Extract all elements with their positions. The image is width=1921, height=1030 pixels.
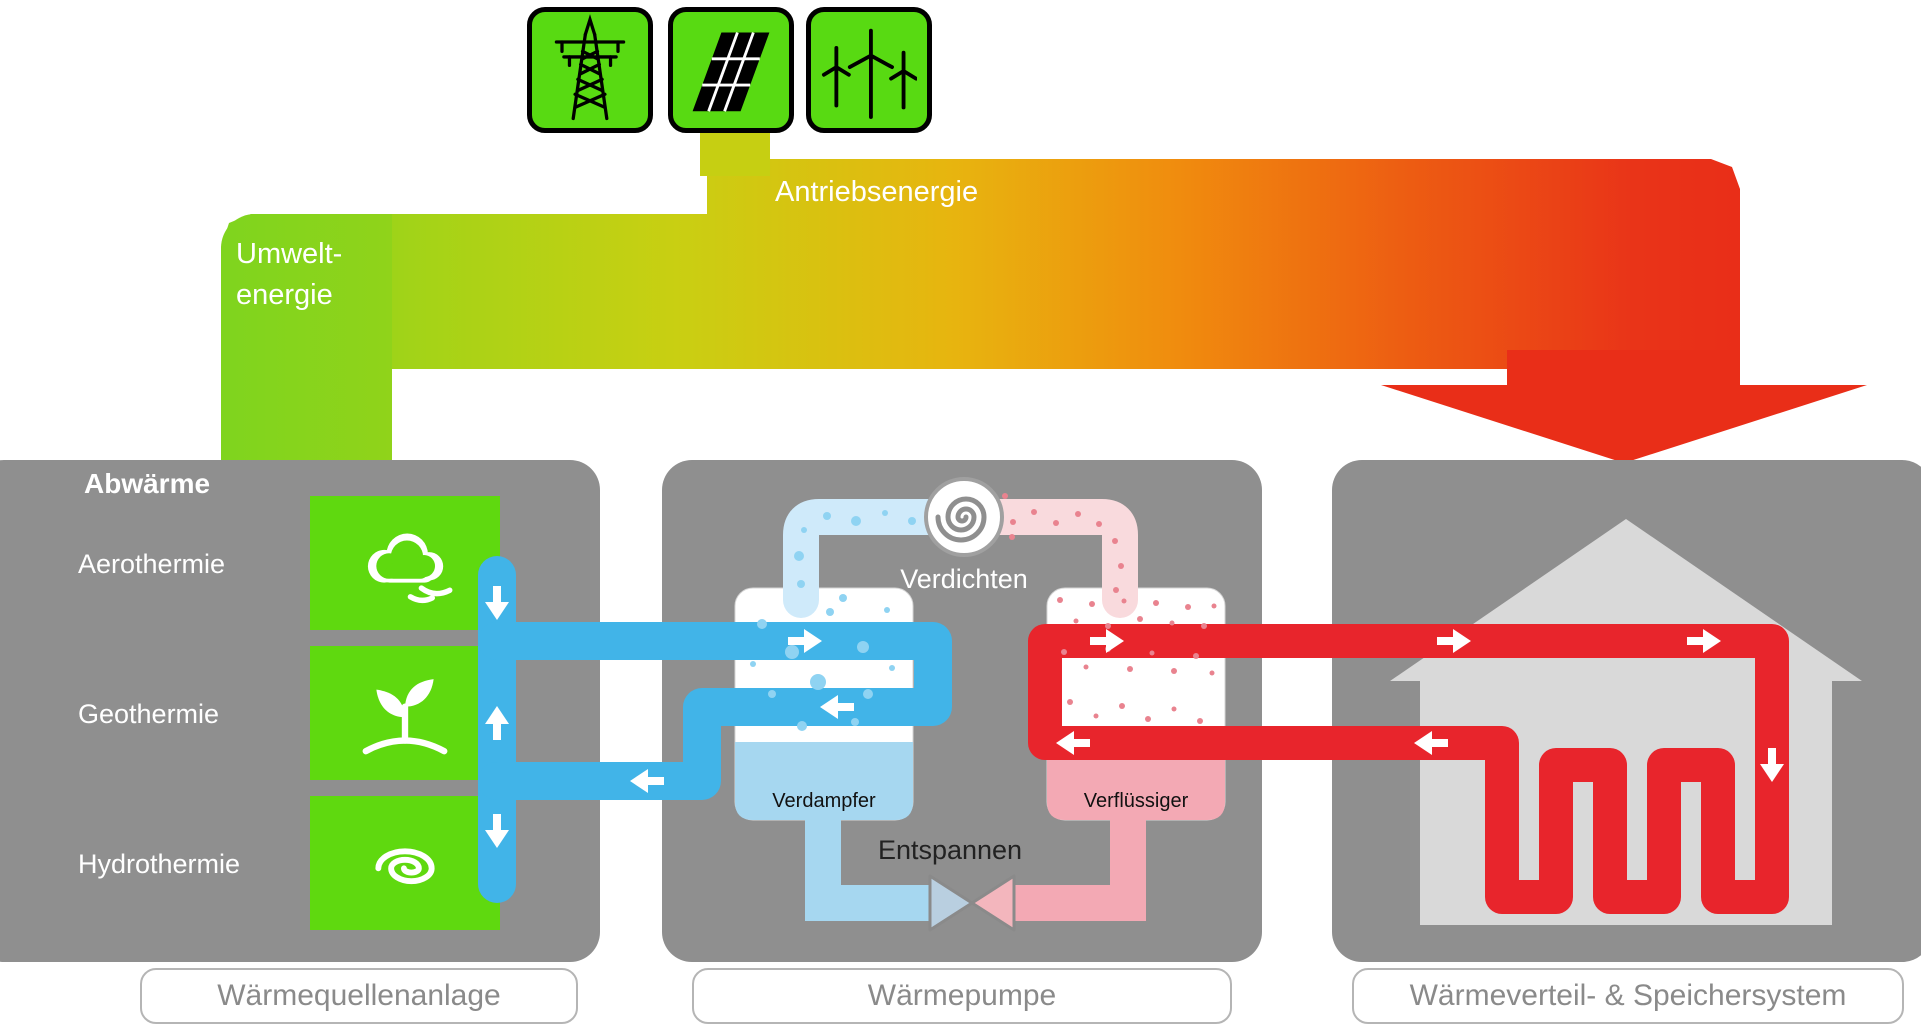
distribution-panel-label: Wärmeverteil- & Speichersystem: [1352, 968, 1904, 1024]
solar-panels-tile: [668, 7, 794, 133]
hydrothermie-tile: [310, 796, 500, 930]
flow-arrow: [630, 769, 664, 793]
drive-energy-arrow-shaft: [1507, 350, 1740, 386]
water-swirl-icon: [375, 848, 435, 885]
heat-source-panel-label: Wärmequellenanlage: [140, 968, 578, 1024]
heat-pump-panel-label: Wärmepumpe: [692, 968, 1232, 1024]
wind-turbines-icon: [821, 28, 917, 119]
distribution-footer-text: Wärmeverteil- & Speichersystem: [1409, 979, 1847, 1012]
energy-gradient-band: [221, 159, 1740, 369]
distribution-panel: [1332, 460, 1921, 962]
sprout-icon: [362, 679, 448, 755]
environment-energy-arrow: [221, 214, 392, 460]
geothermie-tile: [310, 646, 500, 780]
expansion-label: Entspannen: [877, 835, 1023, 865]
aerothermie-label: Aerothermie: [78, 549, 226, 579]
drive-energy-connector: [700, 132, 770, 176]
hydrothermie-label: Hydrothermie: [78, 849, 241, 879]
solar-panels-icon: [692, 32, 770, 112]
aerothermie-tile: [310, 496, 500, 630]
environment-energy-line2: energie: [236, 279, 333, 311]
compressor-label: Verdichten: [900, 564, 1028, 594]
condenser-label: Verflüssiger: [1083, 790, 1189, 812]
waste-heat-label: Abwärme: [84, 468, 211, 499]
geothermie-label: Geothermie: [78, 699, 220, 729]
heat-pump-panel: [662, 460, 1262, 962]
evaporator-label: Verdampfer: [772, 790, 876, 812]
environment-energy-line1: Umwelt-: [236, 238, 343, 270]
wind-turbines-tile: [806, 7, 932, 133]
environment-energy-label: Umwelt- energie: [236, 234, 342, 316]
drive-energy-label: Antriebsenergie: [775, 176, 979, 208]
power-grid-icon: [554, 14, 626, 121]
drive-energy-arrowhead-icon: [1381, 385, 1867, 463]
cloud-wind-icon: [367, 533, 453, 604]
heat-source-footer-text: Wärmequellenanlage: [217, 979, 501, 1012]
heat-pump-footer-text: Wärmepumpe: [867, 979, 1057, 1012]
power-grid-tile: [527, 7, 653, 133]
